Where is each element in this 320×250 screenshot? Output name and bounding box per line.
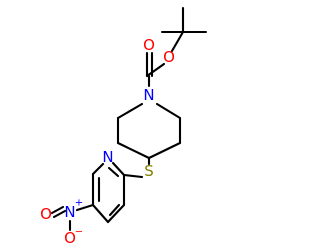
tert-butyl-group <box>160 6 208 53</box>
atom-n-piperidine: N <box>143 86 154 104</box>
atom-n-nitro: N <box>64 203 75 221</box>
atom-n-pyridine: N <box>102 148 113 166</box>
bond-pyr-c2-n1 <box>111 161 126 177</box>
charge-n-nitro-plus: + <box>75 198 83 209</box>
bond-pip-c3-c4 <box>116 141 151 160</box>
atom-o-nitro-top: O <box>40 205 52 223</box>
bond-pyr-inner-c2-n1 <box>107 166 120 178</box>
bond-nitro-n-o-top-b <box>52 209 67 219</box>
thioether-link <box>122 156 151 179</box>
atom-s-thioether: S <box>144 162 154 180</box>
bond-pip-c4-c5 <box>147 141 182 160</box>
carbamate-group <box>145 51 166 88</box>
atom-o-nitro-bottom: O <box>64 229 76 247</box>
bond-pip-n-c2 <box>116 102 144 120</box>
atom-o-ether: O <box>163 48 175 66</box>
nitro-group <box>50 203 95 232</box>
bond-pyr-inner-c4-c3 <box>108 203 121 217</box>
atom-o-carbonyl: O <box>143 36 155 54</box>
pyridine-ring <box>91 161 126 224</box>
bond-s-pyridine <box>122 173 144 179</box>
bond-tbu-quaternary-o <box>170 30 185 53</box>
charge-o-nitro-minus: − <box>75 227 83 238</box>
bond-pyr-n1-c6 <box>91 162 105 176</box>
bond-pyr-c5-nitro-n <box>75 203 95 212</box>
bond-pip-c6-n <box>155 102 182 120</box>
bond-nitro-n-o-top-a <box>50 205 65 215</box>
bond-pyr-c4-c3 <box>106 203 126 224</box>
piperidine-ring <box>116 102 182 160</box>
bond-pyr-c5-c4 <box>91 203 110 224</box>
molecule-diagram: O O N S N N O O + − <box>40 6 208 247</box>
bond-o-carbonyl-carbon <box>145 62 166 78</box>
